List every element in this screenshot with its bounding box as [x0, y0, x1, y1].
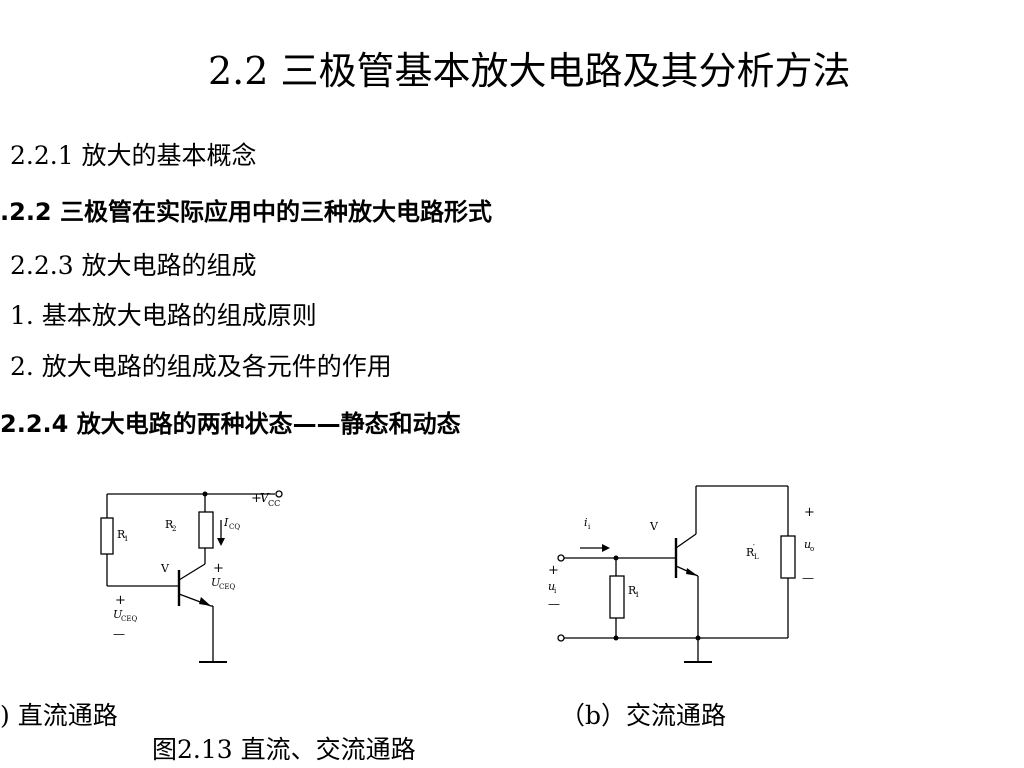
ui-plus: + [548, 563, 559, 578]
r2-label: R [165, 518, 174, 531]
page-title: 2.2 三极管基本放大电路及其分析方法 [208, 49, 851, 93]
transistor-v-label: V [649, 520, 659, 533]
dc-path-caption: ) 直流通路 [0, 701, 118, 730]
r1-subscript: 1 [124, 535, 128, 543]
rl-label: R [746, 546, 755, 559]
uo-label: u [804, 538, 811, 551]
uceq-left-minus: — [113, 627, 125, 641]
section-2-2-2: .2.2 三极管在实际应用中的三种放大电路形式 [0, 198, 492, 226]
ac-path-caption: （b）交流通路 [560, 701, 727, 730]
uo-plus: + [804, 505, 815, 520]
uceq-left-label: U [113, 608, 123, 621]
transistor-v-label: V [160, 562, 170, 575]
icq-label: I [223, 516, 229, 529]
uo-subscript: o [810, 545, 814, 553]
r1-label: R [628, 584, 637, 597]
uceq-top-label: U [211, 576, 221, 589]
dc-path-circuit-diagram: + V CC R 1 R 2 I CQ V + U CEQ + U CEQ — [100, 490, 283, 663]
vcc-plus-label: + [251, 491, 262, 506]
section-2-2-4: 2.2.4 放大电路的两种状态——静态和动态 [0, 410, 461, 438]
uo-minus: — [802, 571, 814, 585]
rl-subscript: L [754, 553, 759, 561]
uceq-top-subscript: CEQ [219, 583, 235, 591]
ii-label: i [584, 516, 588, 529]
section-2-2-3: 2.2.3 放大电路的组成 [10, 251, 257, 280]
ui-subscript: i [554, 587, 557, 595]
figure-caption: 图2.13 直流、交流通路 [152, 735, 416, 764]
r1-subscript: 1 [635, 591, 639, 599]
uceq-left-plus: + [115, 593, 126, 608]
section-2-2-1: 2.2.1 放大的基本概念 [10, 141, 257, 170]
ui-minus: — [548, 597, 560, 611]
vcc-subscript: CC [268, 499, 280, 508]
list-item-2: 2. 放大电路的组成及各元件的作用 [10, 352, 392, 381]
uceq-left-subscript: CEQ [121, 615, 137, 623]
ii-subscript: i [588, 523, 591, 531]
rl-prime: ′ [753, 543, 755, 552]
r2-subscript: 2 [172, 525, 176, 533]
vcc-label: V [260, 491, 270, 505]
r1-label: R [117, 528, 126, 541]
ac-path-circuit-diagram: i i V + u i — R 1 R ′ L + u o — [548, 485, 815, 663]
icq-subscript: CQ [229, 523, 240, 531]
uceq-top-plus: + [213, 561, 224, 576]
ui-label: u [548, 580, 555, 593]
list-item-1: 1. 基本放大电路的组成原则 [10, 301, 317, 330]
